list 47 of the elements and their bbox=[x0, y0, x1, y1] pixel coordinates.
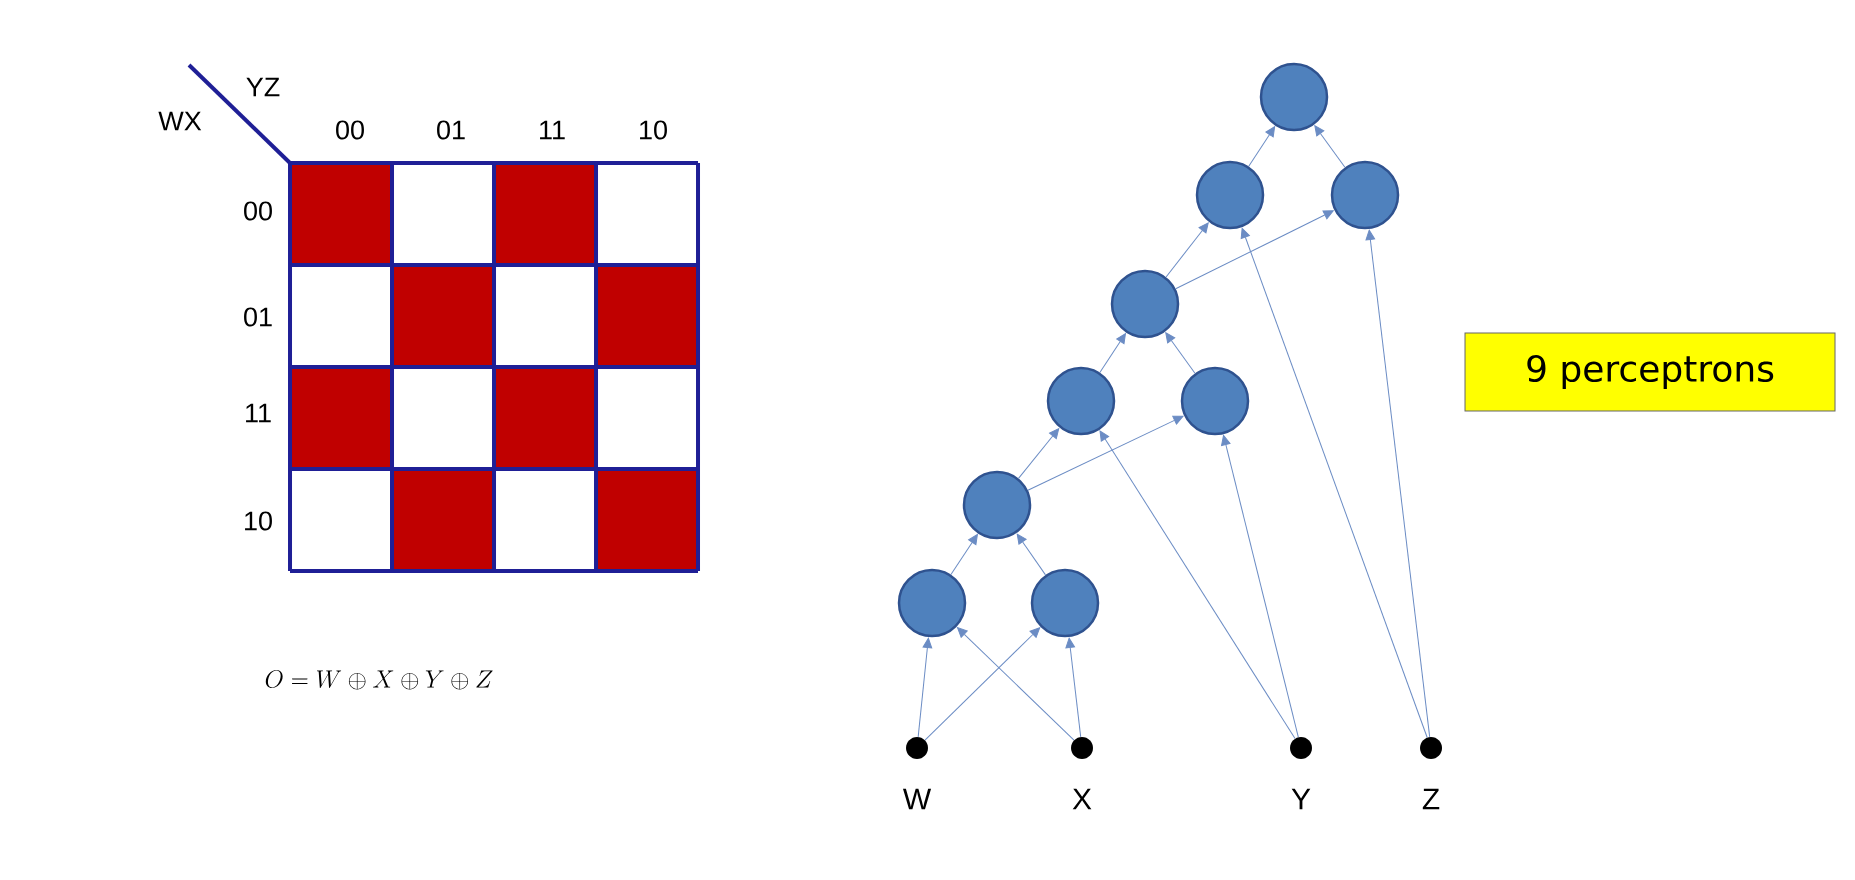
arrow bbox=[1065, 637, 1082, 738]
perceptron-circle bbox=[1030, 568, 1100, 638]
perceptron-circle bbox=[1180, 366, 1250, 436]
input-node: X bbox=[1071, 737, 1093, 810]
arrow bbox=[1016, 533, 1046, 576]
perceptron-circle bbox=[1330, 160, 1400, 230]
arrow bbox=[1221, 434, 1299, 738]
perceptron-circle bbox=[1110, 269, 1180, 339]
input-node: Z bbox=[1420, 737, 1442, 810]
arrow bbox=[1027, 415, 1184, 491]
perceptron-circle bbox=[1259, 62, 1329, 132]
perceptron-circle bbox=[1195, 160, 1265, 230]
row-label: 11 bbox=[246, 403, 271, 423]
arrow bbox=[1165, 222, 1209, 278]
node-label: Y bbox=[1291, 788, 1311, 810]
column-label: 01 bbox=[437, 120, 465, 140]
arrow bbox=[1099, 333, 1126, 373]
axis-label: YZ bbox=[246, 77, 280, 97]
arrow bbox=[1165, 332, 1196, 374]
row-label: 01 bbox=[244, 307, 272, 327]
arrow bbox=[1099, 430, 1296, 740]
perceptron-circle bbox=[962, 470, 1032, 540]
arrow bbox=[1175, 210, 1334, 290]
arrow bbox=[917, 637, 933, 738]
axis-label: WX bbox=[158, 111, 202, 131]
formula: $O = W \oplus X \oplus Y \oplus Z$ bbox=[265, 669, 493, 690]
perceptron-circle bbox=[1046, 366, 1116, 436]
arrow bbox=[1365, 229, 1431, 738]
column-label: 11 bbox=[540, 120, 565, 140]
arrow bbox=[1248, 126, 1276, 167]
arrow bbox=[924, 627, 1041, 741]
row-label: 10 bbox=[245, 511, 272, 531]
column-label: 00 bbox=[336, 120, 364, 140]
node-label: Z bbox=[1422, 788, 1440, 810]
input-node: W bbox=[903, 737, 932, 810]
callout-box: 9 perceptrons bbox=[1464, 332, 1836, 412]
input-node: Y bbox=[1290, 737, 1312, 810]
arrow bbox=[957, 627, 1075, 741]
arrow bbox=[1314, 125, 1346, 168]
node-label: W bbox=[902, 788, 932, 810]
arrow bbox=[1018, 428, 1060, 479]
perceptron-circle bbox=[897, 568, 967, 638]
column-label: 10 bbox=[640, 120, 667, 140]
row-label: 00 bbox=[244, 201, 272, 221]
arrow bbox=[1240, 227, 1428, 738]
node-label: X bbox=[1072, 788, 1092, 810]
arrow bbox=[950, 534, 978, 575]
